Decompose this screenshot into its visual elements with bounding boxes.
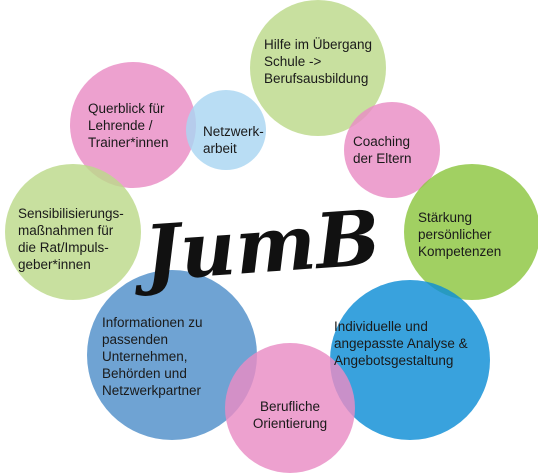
bubble-label-sensibilisierung: Sensibilisierungs-maßnahmen für die Rat/I…: [18, 206, 124, 272]
bubble-label-line: Trainer*innen: [88, 135, 169, 150]
bubble-label-line: Netzwerk-: [203, 124, 264, 139]
bubble-label-coaching: Coaching der Eltern: [353, 134, 412, 166]
bubble-informationen: [87, 270, 257, 440]
bubble-querblick: [70, 62, 196, 188]
bubble-label-line: Sensibilisierungs-: [18, 206, 124, 221]
bubble-label-line: Orientierung: [253, 416, 327, 431]
bubble-label-line: arbeit: [203, 141, 237, 156]
bubble-label-line: Berufsausbildung: [264, 71, 368, 86]
bubble-label-line: angepasste Analyse &: [334, 336, 468, 351]
bubble-label-line: der Eltern: [353, 151, 412, 166]
bubble-hilfe: [250, 0, 386, 136]
bubble-label-line: Stärkung: [418, 210, 472, 225]
bubble-label-line: Coaching: [353, 134, 410, 149]
bubble-label-line: Kompetenzen: [418, 244, 501, 259]
bubble-label-line: geber*innen: [18, 257, 91, 272]
bubble-label-analyse: Individuelle und angepasste Analyse & Ange…: [334, 319, 468, 368]
bubble-label-line: Angebotsgestaltung: [334, 353, 453, 368]
bubble-label-line: Querblick für: [88, 101, 165, 116]
bubble-label-line: Lehrende /: [88, 118, 153, 133]
bubble-label-netzwerk: Netzwerk-arbeit: [203, 124, 264, 156]
bubble-sensibilisierung: [5, 164, 141, 300]
bubble-netzwerk: [186, 90, 266, 170]
bubble-label-line: persönlicher: [418, 227, 492, 242]
bubble-label-line: die Rat/Impuls-: [18, 240, 109, 255]
bubble-label-line: Hilfe im Übergang: [264, 37, 372, 52]
jumb-logo: JumB: [129, 193, 382, 299]
bubble-label-line: Berufliche: [260, 399, 320, 414]
bubble-label-line: passenden: [102, 332, 168, 347]
bubble-label-line: Informationen zu: [102, 315, 203, 330]
bubble-label-line: Behörden und: [102, 366, 187, 381]
bubble-circles: [5, 0, 538, 473]
bubble-label-line: Schule ->: [264, 54, 322, 69]
bubble-label-line: Netzwerkpartner: [102, 383, 202, 398]
bubble-coaching: [344, 102, 440, 198]
bubble-analyse: [330, 280, 490, 440]
bubble-label-line: Individuelle und: [334, 319, 428, 334]
bubble-staerkung: [404, 164, 538, 300]
bubble-orientierung: [225, 343, 355, 473]
bubble-label-line: maßnahmen für: [18, 223, 114, 238]
bubble-label-line: Unternehmen,: [102, 349, 188, 364]
